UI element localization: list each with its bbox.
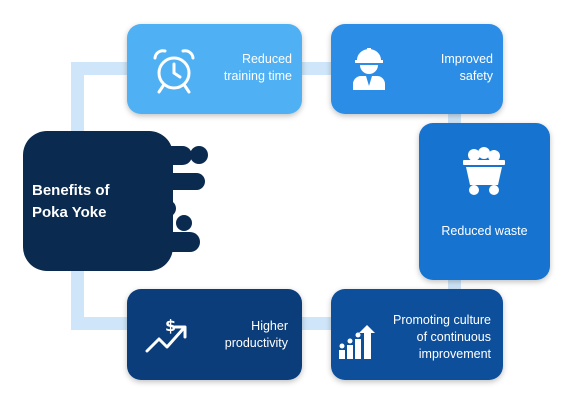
- training-line2: training time: [223, 69, 292, 83]
- worker-helmet-icon: [353, 48, 385, 90]
- benefit-card-culture: Promoting culture of continuous improvem…: [331, 289, 503, 380]
- culture-line2: of continuous: [416, 330, 491, 344]
- benefit-card-waste: Reduced waste: [419, 123, 550, 280]
- culture-line1: Promoting culture: [393, 313, 491, 327]
- rising-bars-people-icon: [339, 325, 375, 359]
- center-title-line1: Benefits of: [32, 182, 110, 199]
- culture-line3: improvement: [418, 347, 491, 361]
- svg-text:$: $: [165, 316, 176, 335]
- mine-cart-icon: [463, 147, 505, 195]
- alarm-clock-icon: [153, 49, 195, 94]
- productivity-line2: productivity: [224, 336, 288, 350]
- benefit-label-waste: Reduced waste: [419, 223, 550, 240]
- training-line1: Reduced: [241, 52, 292, 66]
- benefit-label-productivity: Higher productivity: [178, 318, 288, 352]
- safety-line1: Improved: [440, 52, 493, 66]
- center-title-line2: Poka Yoke: [32, 204, 107, 221]
- benefit-card-productivity: $ Higher productivity: [127, 289, 302, 380]
- benefit-label-training: Reduced training time: [182, 51, 292, 85]
- waste-line1: Reduced waste: [441, 224, 528, 238]
- productivity-line1: Higher: [251, 319, 288, 333]
- safety-line2: safety: [459, 69, 493, 83]
- benefit-card-training: Reduced training time: [127, 24, 302, 114]
- center-title: Benefits of Poka Yoke: [32, 180, 142, 224]
- benefit-label-culture: Promoting culture of continuous improvem…: [341, 312, 491, 363]
- dollar-trend-up-icon: $: [145, 316, 187, 353]
- benefit-card-safety: Improved safety: [331, 24, 503, 114]
- benefit-label-safety: Improved safety: [393, 51, 493, 85]
